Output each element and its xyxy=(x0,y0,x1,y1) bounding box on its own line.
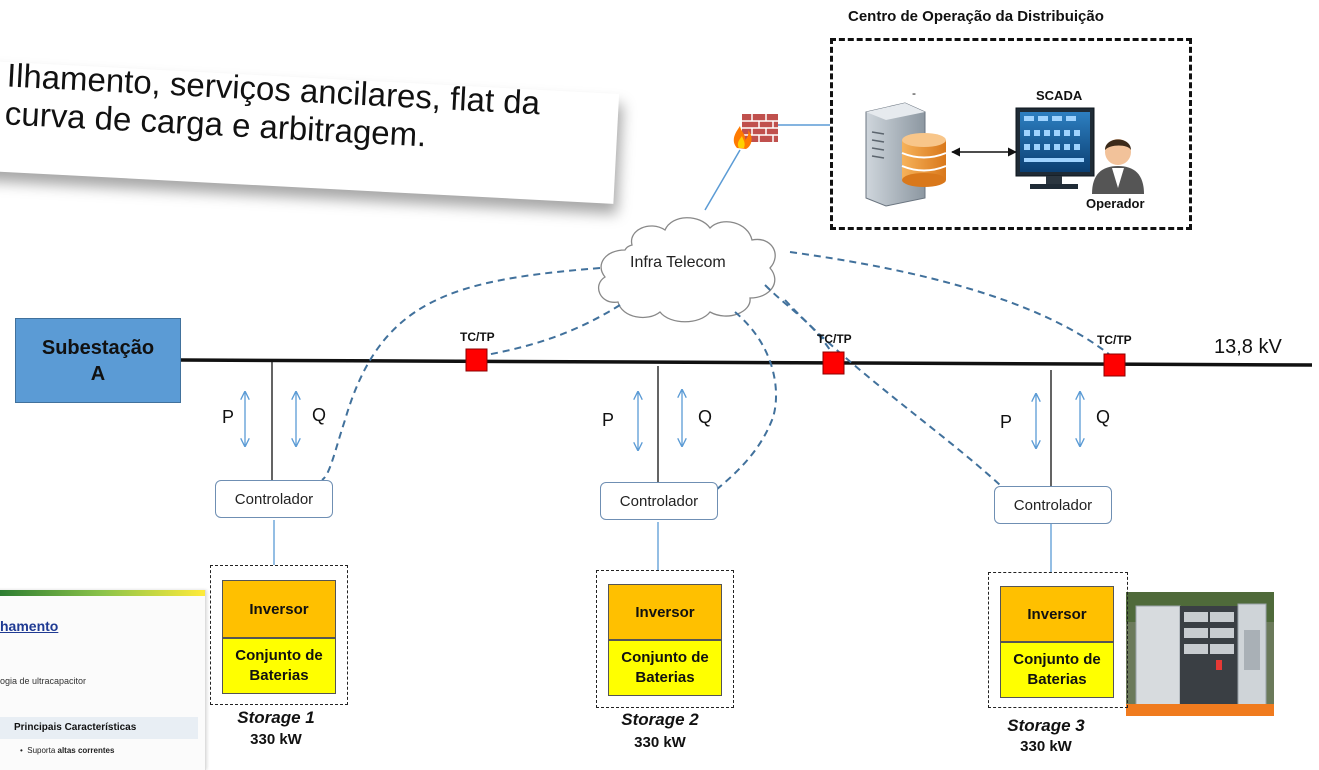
tctp-marker xyxy=(1103,353,1126,377)
tctp-marker xyxy=(465,348,488,372)
voltage-label: 13,8 kV xyxy=(1214,336,1282,358)
storage-2-name: Storage 2 xyxy=(621,710,699,729)
scada-label: SCADA xyxy=(1036,88,1083,103)
substation-name: Subestação xyxy=(41,336,155,359)
firewall-icon xyxy=(733,114,778,149)
pq-arrows xyxy=(245,390,1080,450)
server-label: - xyxy=(912,86,916,100)
cloud-icon xyxy=(598,217,776,323)
link-tctp3 xyxy=(789,251,1111,356)
scada-monitor-icon xyxy=(1015,107,1095,189)
tctp-label-1: TC/TP xyxy=(460,330,495,344)
document-snippet xyxy=(0,590,206,770)
q-label-2: Q xyxy=(698,407,713,427)
document-bullet: • Suporta altas correntes xyxy=(20,746,115,755)
cloud-label: Infra Telecom xyxy=(630,254,726,271)
storage-2-battery: Conjunto de Baterias xyxy=(608,640,722,696)
q-label-1: Q xyxy=(312,405,327,425)
storage-2-inverter: Inversor xyxy=(608,584,722,640)
database-icon xyxy=(901,133,947,187)
control-center-box xyxy=(830,38,1192,230)
busbar-line xyxy=(180,358,1313,367)
storage-3-battery: Conjunto de Baterias xyxy=(1000,642,1114,698)
storage-3-inverter: Inversor xyxy=(1000,586,1114,642)
telecom-links xyxy=(321,251,1111,491)
control-center-title: Centro de Operação da Distribuição xyxy=(848,8,1104,25)
storage-1-name: Storage 1 xyxy=(237,708,315,727)
link-storage3 xyxy=(784,299,1001,486)
storage-1-box xyxy=(210,565,348,705)
storage-1-inverter: Inversor xyxy=(222,580,336,638)
substation-id: A xyxy=(90,362,106,385)
link-storage2 xyxy=(715,311,777,491)
document-table-header xyxy=(0,717,198,739)
q-label-3: Q xyxy=(1096,407,1111,427)
storage-1-battery: Conjunto de Baterias xyxy=(222,638,336,694)
document-subtitle: ogia de ultracapacitor xyxy=(0,676,87,686)
p-label-3: P xyxy=(1000,412,1013,432)
cabinet-photo xyxy=(1126,592,1274,716)
document-bullet-prefix: Suporta xyxy=(27,746,58,755)
document-header-bar xyxy=(0,590,205,596)
storage-3-box xyxy=(988,572,1128,708)
storage-2-power: 330 kW xyxy=(634,734,686,751)
tctp-markers xyxy=(465,348,1126,377)
feeders xyxy=(271,360,1052,486)
storage-2-box xyxy=(596,570,734,708)
operator-label: Operador xyxy=(1086,196,1145,211)
tctp-marker xyxy=(822,351,845,375)
link-tctp1 xyxy=(485,304,621,356)
document-table-header-text: Principais Características xyxy=(14,722,137,733)
tctp-label-2: TC/TP xyxy=(817,332,852,346)
p-label-2: P xyxy=(602,410,615,430)
link-storage1 xyxy=(321,267,601,481)
controller-2: Controlador xyxy=(600,482,718,520)
p-label-1: P xyxy=(222,407,235,427)
storage-3-power: 330 kW xyxy=(1020,738,1072,755)
document-title: hamento xyxy=(0,618,59,634)
document-bullet-bold: altas correntes xyxy=(57,746,115,755)
controller-1: Controlador xyxy=(215,480,333,518)
controller-storage-links xyxy=(273,520,1052,572)
cloud-to-firewall-link xyxy=(704,149,741,211)
tctp-label-3: TC/TP xyxy=(1097,333,1132,347)
substation-box: Subestação A xyxy=(15,318,181,403)
storage-3-name: Storage 3 xyxy=(1007,716,1085,735)
operator-icon xyxy=(1092,139,1144,194)
controller-3: Controlador xyxy=(994,486,1112,524)
storage-1-power: 330 kW xyxy=(250,731,302,748)
